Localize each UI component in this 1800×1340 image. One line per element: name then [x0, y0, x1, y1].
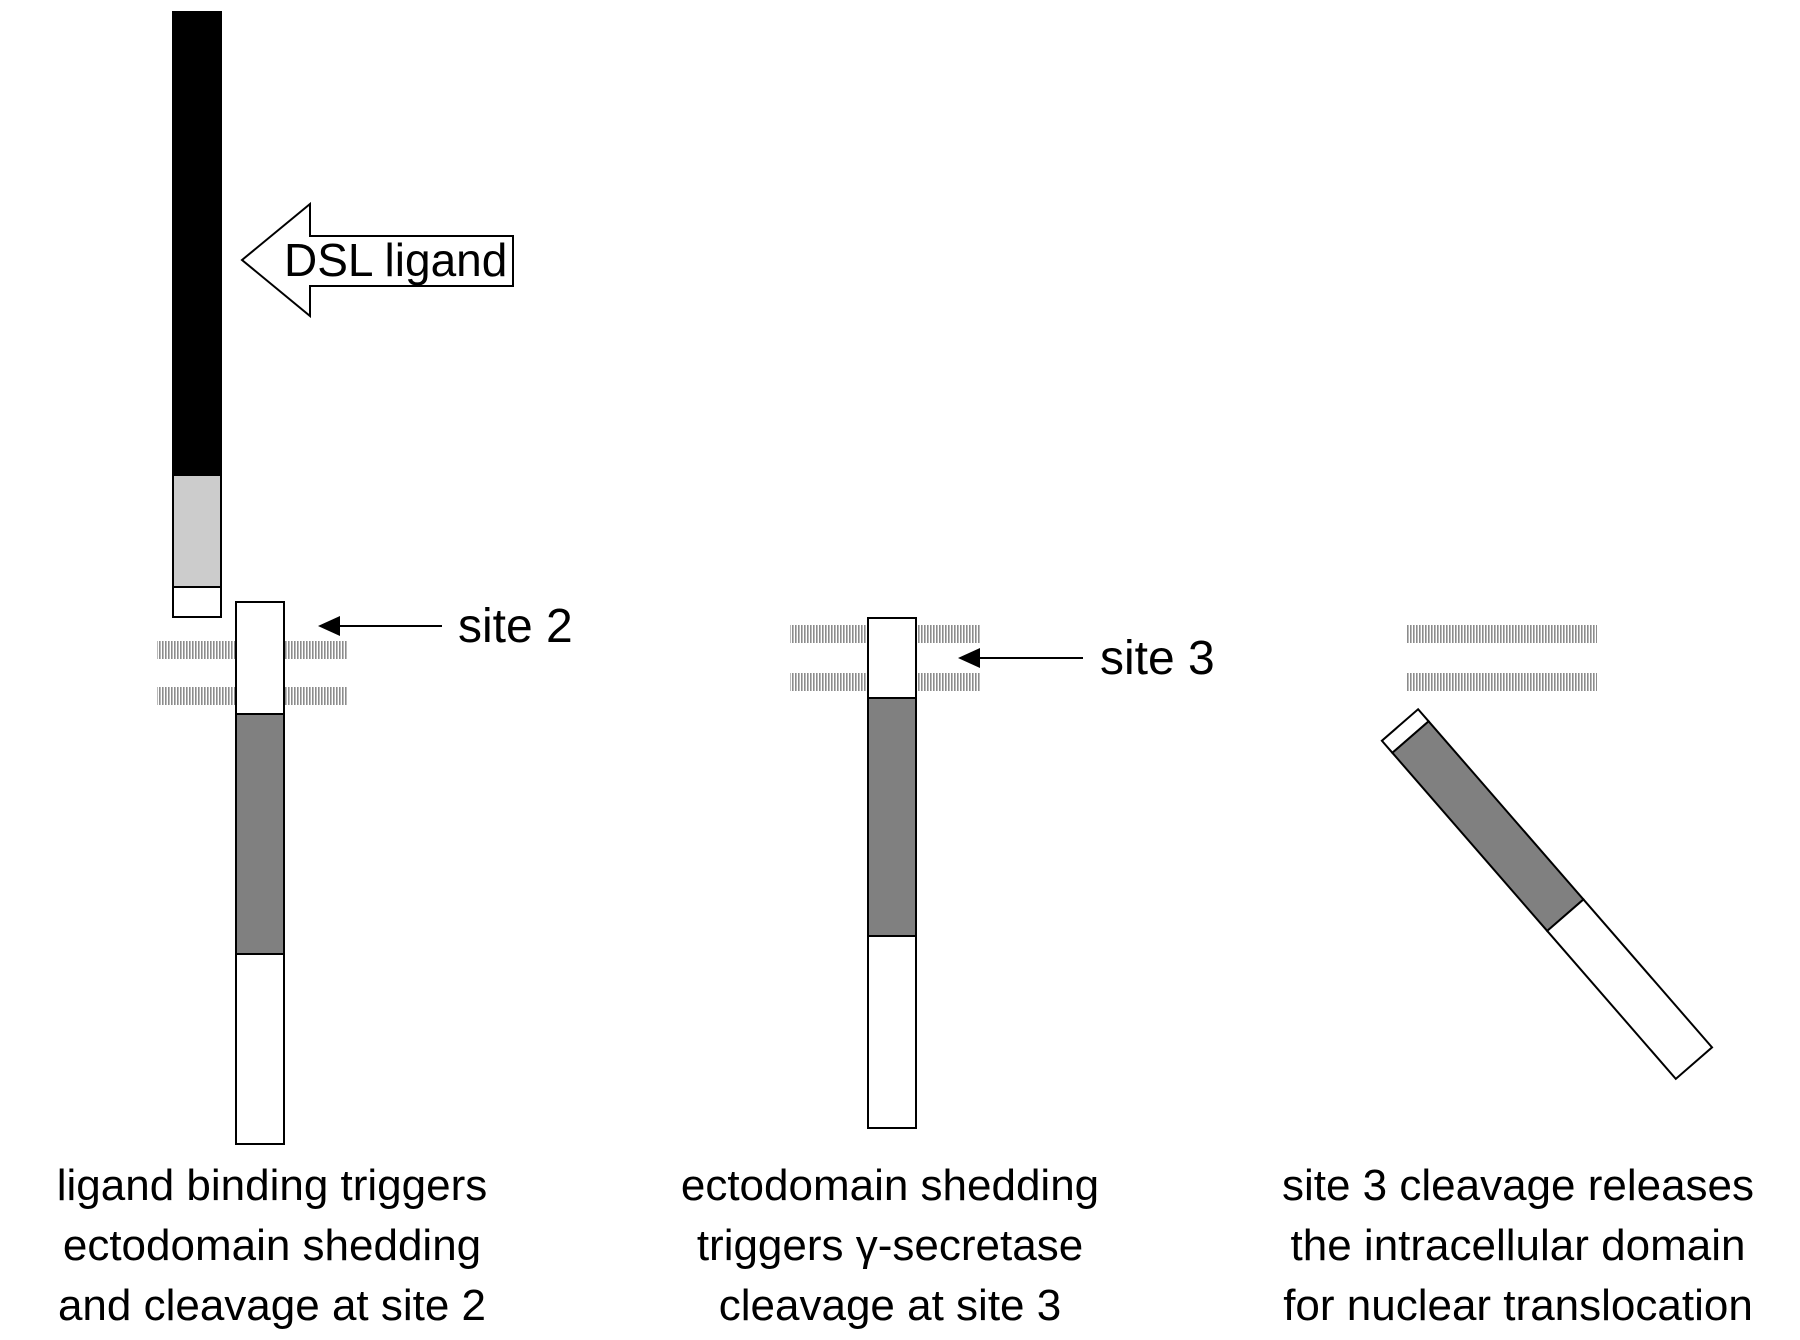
intracellular-domain	[867, 697, 917, 937]
panel-3-caption: site 3 cleavage releases the intracellul…	[1282, 1161, 1754, 1330]
ectodomain-black-segment	[172, 11, 222, 476]
transmembrane-segment	[867, 617, 917, 699]
intracellular-domain	[1390, 719, 1585, 933]
caption-line: cleavage at site 3	[719, 1281, 1061, 1330]
caption-line: for nuclear translocation	[1283, 1281, 1753, 1330]
caption-line: and cleavage at site 2	[58, 1281, 486, 1330]
ectodomain-gray-segment	[172, 474, 222, 588]
transmembrane-segment	[235, 601, 285, 715]
site-3-label: site 3	[1100, 632, 1215, 685]
caption-line: ligand binding triggers	[57, 1161, 488, 1210]
shed-ectodomain	[172, 11, 222, 618]
panel-3: site 3 cleavage releases the intracellul…	[1282, 625, 1754, 1330]
site-2-arrowhead	[318, 616, 340, 636]
caption-line: site 3 cleavage releases	[1282, 1161, 1754, 1210]
c-terminal-segment	[1545, 898, 1714, 1081]
receptor-remnant	[235, 601, 285, 1145]
site-3-arrowhead	[958, 648, 980, 668]
caption-line: the intracellular domain	[1291, 1221, 1746, 1270]
site-3-pointer: site 3	[958, 632, 1215, 685]
panel-1-caption: ligand binding triggers ectodomain shedd…	[57, 1161, 488, 1330]
panel-2: site 3 ectodomain shedding triggers γ-se…	[681, 617, 1215, 1330]
panel-2-caption: ectodomain shedding triggers γ-secretase…	[681, 1161, 1099, 1330]
c-terminal-segment	[235, 953, 285, 1145]
caption-line: triggers γ-secretase	[697, 1221, 1083, 1270]
ectodomain-white-segment	[172, 586, 222, 618]
membrane-inner-leaflet	[1407, 673, 1597, 691]
released-intracellular-domain	[1380, 707, 1714, 1081]
receptor-fragment	[867, 617, 917, 1129]
dsl-ligand-arrow: DSL ligand	[240, 201, 514, 319]
membrane-outer-leaflet	[1407, 625, 1597, 643]
caption-line: ectodomain shedding	[681, 1161, 1099, 1210]
intracellular-domain	[235, 713, 285, 955]
c-terminal-segment	[867, 935, 917, 1129]
site-2-label: site 2	[458, 600, 573, 653]
ligand-arrow-shape	[240, 201, 514, 319]
caption-line: ectodomain shedding	[63, 1221, 481, 1270]
panel-1: DSL ligand site 2 ligand binding trigger…	[57, 11, 573, 1330]
site-2-pointer: site 2	[318, 600, 573, 653]
ligand-label: DSL ligand	[284, 234, 507, 286]
